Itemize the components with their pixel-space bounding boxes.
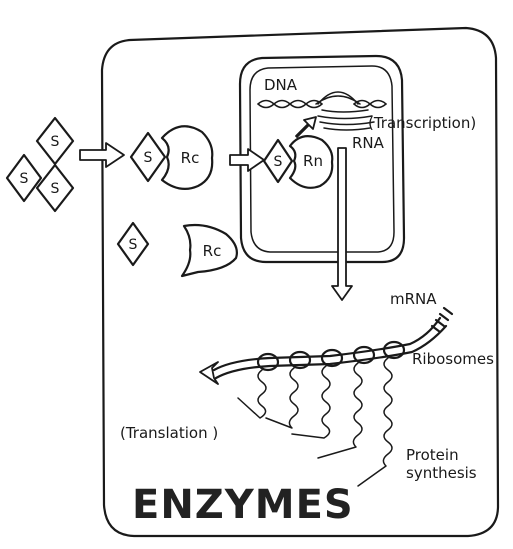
mrna-export-arrow [332,148,352,300]
protein-synthesis-label-line2: synthesis [406,464,477,482]
translation-label: (Translation ) [120,424,218,442]
mrna-strand [200,308,452,384]
dna-strand [258,92,386,108]
free-signal-molecule: S [118,223,148,265]
signal-molecule: S [7,155,41,201]
receptor-label: Rc [203,242,222,260]
signal-molecule-label: S [51,134,60,150]
signal-molecule: S [37,165,73,211]
polypeptide-chains [238,358,392,486]
enzymes-label: ENZYMES [132,482,354,528]
protein-synthesis-label-line1: Protein [406,446,459,464]
transcription-label: (Transcription) [368,114,476,132]
ribosomes-label: Ribosomes [412,350,494,368]
activation-arrow [296,117,316,137]
signal-molecule-label: S [129,237,138,253]
mrna-label: mRNA [390,290,437,308]
nuclear-receptor-label: Rn [303,152,323,170]
signal-molecule-label: S [274,154,283,170]
signal-receptor-complex: S Rc [131,126,212,189]
nuclear-entry-arrow [230,149,264,171]
signal-nuclear-receptor-complex: S Rn [264,136,332,188]
free-receptor: Rc [182,225,237,276]
signal-molecule-label: S [144,150,153,166]
signal-molecule-label: S [20,171,29,187]
rna-label: RNA [352,134,385,152]
signal-molecule-label: S [51,181,60,197]
dna-label: DNA [264,76,298,94]
rna-strands [318,110,374,130]
receptor-label: Rc [181,149,200,167]
signal-molecule: S [37,118,73,164]
